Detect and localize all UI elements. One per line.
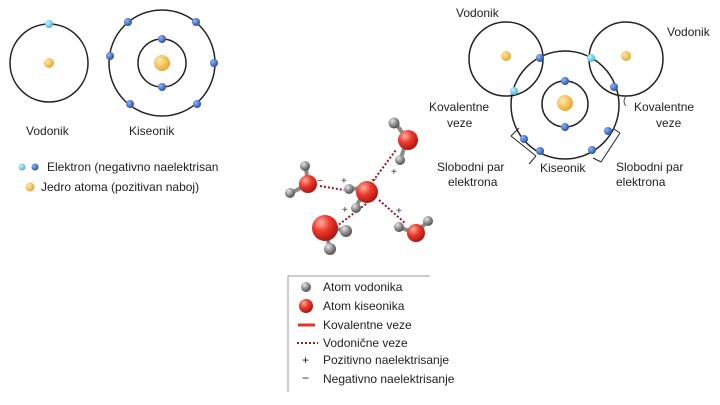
hydrogen-atom-simple (9, 20, 89, 103)
nucleus-key-text: Jedro atoma (pozitivan naboj) (41, 180, 199, 194)
inner-electron (561, 77, 569, 85)
oxygen-outer-electron (210, 59, 218, 67)
oxygen-atom (407, 224, 425, 242)
oxygen-inner-electron (158, 83, 166, 91)
oxygen-atom (299, 175, 317, 193)
electron-key-text: Elektron (negativno naelektrisan (47, 160, 218, 174)
hydrogen-bond (378, 199, 406, 224)
label-hydrogen-left: Vodonik (456, 6, 500, 20)
label-covalent-left-1: Kovalentne (429, 100, 489, 114)
positive-sign: + (341, 176, 347, 187)
hydrogen-nucleus (44, 58, 54, 68)
hydrogen-atom (423, 216, 433, 226)
oxygen-atom-simple (106, 9, 218, 117)
legend-negative-text: Negativno naelektrisanje (323, 372, 455, 386)
legend-hydrogen-icon (301, 282, 311, 292)
oxygen-atom (312, 215, 338, 241)
electron-key: Elektron (negativno naelektrisan (18, 160, 218, 174)
negative-sign: − (317, 176, 323, 187)
bracket-mark: ( (623, 96, 627, 107)
hydrogen-atom (394, 222, 404, 232)
shared-electron (587, 54, 595, 62)
label-oxygen-simple: Kiseonik (129, 124, 175, 138)
legend-positive-text: Pozitivno naelektrisanje (323, 353, 449, 367)
legend-oxygen-icon (299, 299, 313, 313)
oxygen-outer-electron (106, 52, 114, 60)
label-hydrogen-right: Vodonik (667, 25, 711, 39)
legend-plus-icon: + (302, 353, 309, 367)
hydrogen-atom (340, 225, 352, 237)
hydrogen-atom (324, 243, 336, 255)
oxygen-inner-electron (158, 35, 166, 43)
nucleus-icon (25, 182, 35, 192)
oxygen-atom (356, 181, 378, 203)
oxygen-atom (398, 130, 418, 150)
hydrogen-electron (45, 20, 53, 28)
oxygen-outer-electron (124, 18, 132, 26)
legend-covalent-text: Kovalentne veze (323, 318, 412, 332)
legend-minus-icon: − (302, 371, 309, 385)
oxygen-nucleus (557, 95, 573, 111)
oxygen-outer-electron (193, 100, 201, 108)
water-cluster: − + − + + + (285, 117, 433, 255)
lone-pair-electron (536, 147, 544, 155)
oxygen-outer-electron (192, 18, 200, 26)
inner-electron (561, 123, 569, 131)
nucleus-key: Jedro atoma (pozitivan naboj) (25, 180, 199, 194)
lone-pair-electron (520, 135, 528, 143)
shared-electron (510, 87, 518, 95)
label-covalent-left-2: veze (447, 116, 473, 130)
legend-oxygen-text: Atom kiseonika (323, 299, 405, 313)
oxygen-outer-orbit (510, 50, 620, 160)
hydrogen-bonds (319, 149, 406, 227)
lone-pair-electron (604, 127, 612, 135)
lone-pair-electron (588, 146, 596, 154)
water-orbital-model (468, 21, 664, 165)
oxygen-nucleus (154, 55, 170, 71)
electron-light-icon (18, 163, 26, 171)
label-lone-left-2: elektrona (448, 175, 498, 189)
hydrogen-right-nucleus (621, 51, 631, 61)
electron-dark-icon (31, 163, 39, 171)
label-hydrogen-simple: Vodonik (26, 124, 70, 138)
positive-sign: + (391, 167, 397, 178)
hydrogen-bond (372, 149, 397, 182)
legend-hbond-text: Vodonične veze (323, 336, 408, 350)
hydrogen-atom (395, 155, 405, 165)
label-lone-right-2: elektrona (616, 175, 666, 189)
oxygen-outer-electron (126, 100, 134, 108)
hydrogen-atom (300, 161, 310, 171)
hydrogen-atom (344, 184, 354, 194)
label-oxygen-water: Kiseonik (540, 161, 586, 175)
label-lone-left-1: Slobodni par (437, 160, 504, 174)
label-lone-right-1: Slobodni par (616, 160, 683, 174)
legend-hydrogen-text: Atom vodonika (323, 280, 403, 294)
hydrogen-atom (388, 117, 400, 129)
shared-electron (536, 54, 544, 62)
label-covalent-right-1: Kovalentne (634, 100, 694, 114)
positive-sign: + (342, 205, 348, 216)
lone-pair-bracket-right (592, 128, 621, 163)
hydrogen-atom (351, 203, 361, 213)
hydrogen-bond (319, 185, 345, 191)
legend: Atom vodonika Atom kiseonika Kovalentne … (287, 275, 455, 392)
shared-electron (610, 83, 618, 91)
positive-sign: + (396, 206, 402, 217)
hydrogen-atom (285, 188, 295, 198)
lone-pair-bracket-left (510, 127, 537, 165)
hydrogen-left-nucleus (501, 51, 511, 61)
label-covalent-right-2: veze (656, 116, 682, 130)
negative-sign: − (371, 175, 377, 186)
